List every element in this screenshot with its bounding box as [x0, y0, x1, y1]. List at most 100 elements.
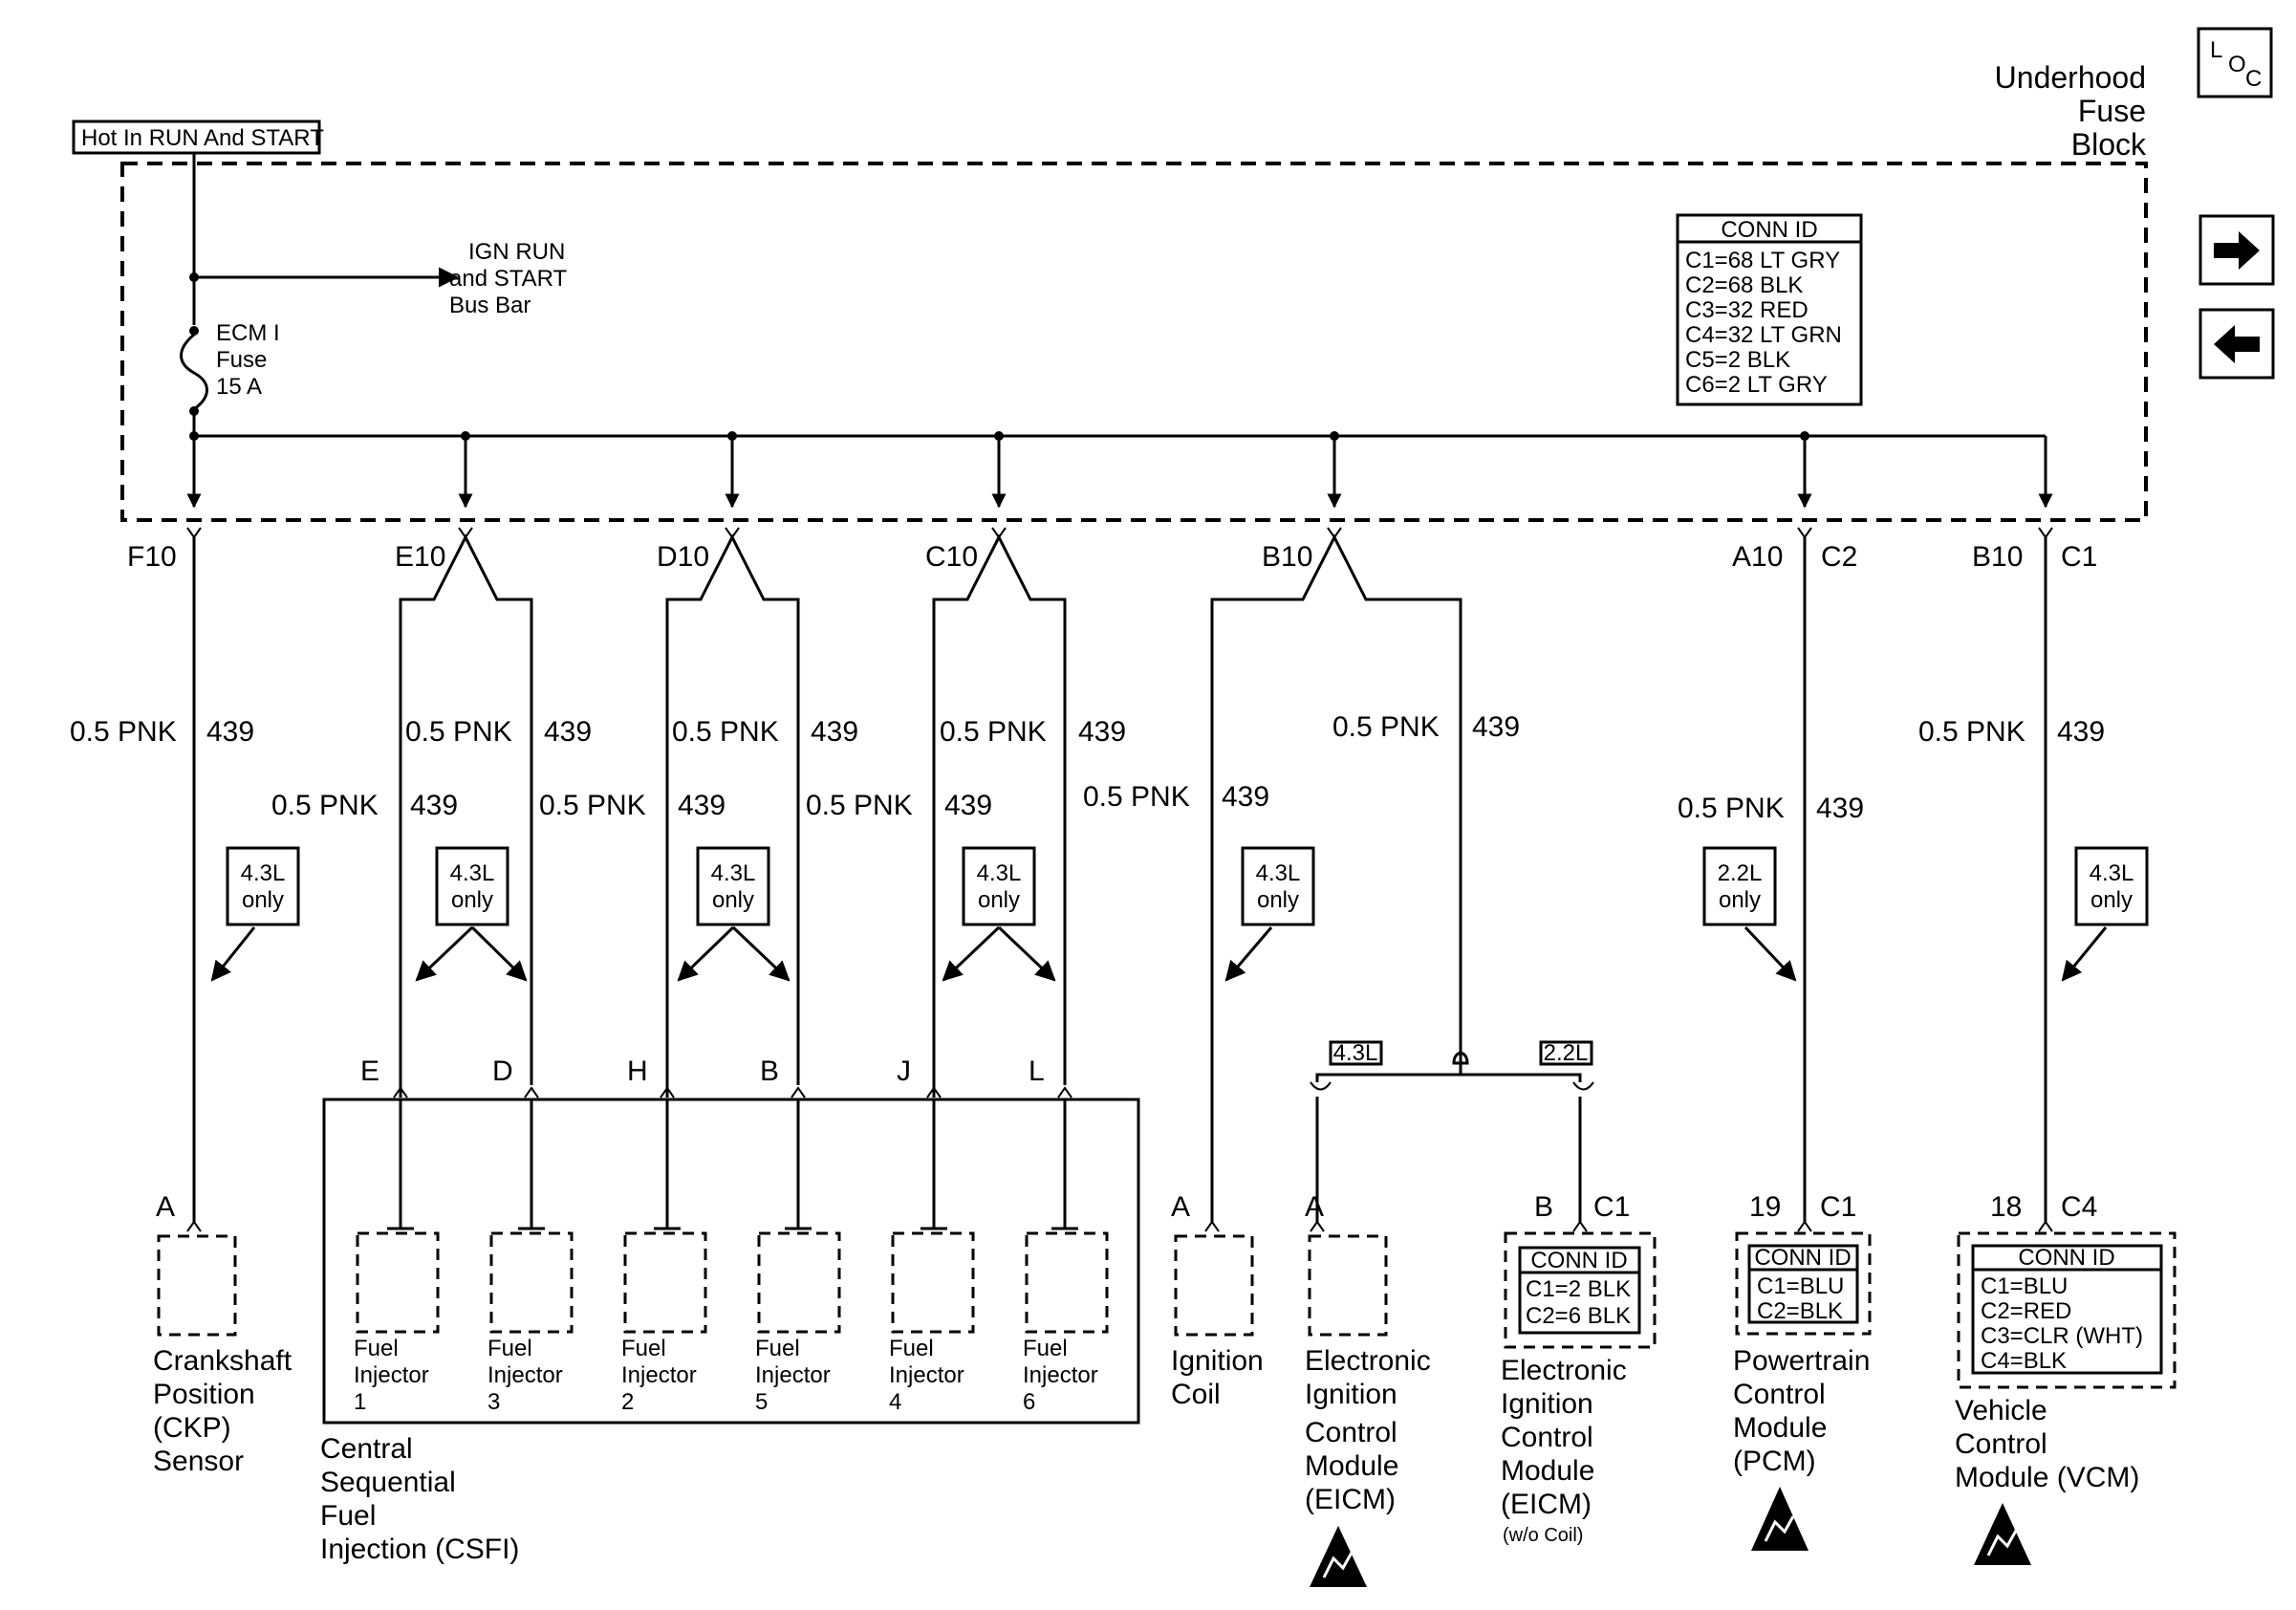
svg-text:Injector: Injector: [889, 1362, 964, 1388]
svg-text:0.5 PNK: 0.5 PNK: [940, 716, 1047, 748]
svg-text:C2=BLK: C2=BLK: [1757, 1298, 1843, 1324]
option-box-vcm: 4.3L only: [2061, 846, 2149, 982]
svg-text:2.2L: 2.2L: [1718, 860, 1763, 886]
svg-text:5: 5: [755, 1389, 768, 1415]
terminal-d10: D10: [657, 541, 709, 573]
option-box-pcm: 2.2L only: [1702, 846, 1797, 982]
svg-text:439: 439: [811, 716, 858, 748]
pin-inj-l: L: [1029, 1055, 1045, 1087]
svg-text:4.3L: 4.3L: [2090, 860, 2134, 886]
svg-text:only: only: [2090, 887, 2133, 913]
svg-text:C3=32 RED: C3=32 RED: [1685, 297, 1809, 323]
svg-text:C2=RED: C2=RED: [1981, 1298, 2071, 1324]
svg-text:ECM I: ECM I: [216, 320, 280, 346]
bus-bar-label: IGN RUN and START Bus Bar: [449, 239, 568, 318]
svg-text:Fuel: Fuel: [755, 1336, 800, 1361]
svg-text:CONN ID: CONN ID: [1721, 217, 1817, 243]
svg-text:(PCM): (PCM): [1733, 1446, 1816, 1477]
svg-text:Control: Control: [1501, 1422, 1593, 1453]
svg-text:4.3L: 4.3L: [711, 860, 756, 886]
svg-text:C4=32 LT GRN: C4=32 LT GRN: [1685, 322, 1842, 348]
pin-eicm-b-conn: C1: [1593, 1191, 1630, 1223]
pin-inj-b: B: [760, 1055, 779, 1087]
svg-text:C4=BLK: C4=BLK: [1981, 1348, 2067, 1374]
svg-text:O: O: [2228, 52, 2246, 77]
svg-text:439: 439: [206, 716, 254, 748]
svg-text:6: 6: [1023, 1389, 1035, 1415]
ignition-coil: Ignition Coil: [1171, 1234, 1264, 1410]
svg-text:Module: Module: [1501, 1455, 1594, 1487]
svg-text:only: only: [712, 887, 754, 913]
wire-b10-split: [1204, 527, 1582, 1232]
wire-e10-split: [393, 527, 539, 1099]
svg-text:439: 439: [1472, 711, 1520, 743]
svg-text:439: 439: [2057, 716, 2105, 748]
pin-inj-j: J: [897, 1055, 911, 1087]
svg-text:Ignition: Ignition: [1305, 1379, 1397, 1410]
fuse-block-conn-id-table: CONN ID C1=68 LT GRY C2=68 BLK C3=32 RED…: [1676, 213, 1863, 406]
svg-text:Crankshaft: Crankshaft: [153, 1345, 292, 1377]
svg-text:IGN RUN: IGN RUN: [468, 239, 565, 265]
svg-text:2: 2: [621, 1389, 634, 1415]
svg-text:4.3L: 4.3L: [241, 860, 286, 886]
svg-text:0.5 PNK: 0.5 PNK: [1332, 711, 1440, 743]
svg-text:only: only: [1257, 887, 1299, 913]
wire-a10-c2: [1797, 527, 1812, 1232]
svg-text:Ignition: Ignition: [1501, 1388, 1593, 1420]
option-box-d10: 4.3L only: [677, 846, 791, 982]
option-box-ckp: 4.3L only: [210, 846, 300, 982]
underhood-fuse-block: [120, 162, 2148, 522]
svg-text:Fuel: Fuel: [487, 1336, 532, 1361]
svg-text:439: 439: [678, 790, 726, 821]
svg-text:Position: Position: [153, 1379, 255, 1410]
fuel-injector-5: Fuel Injector 5: [755, 1099, 841, 1415]
svg-text:439: 439: [944, 790, 992, 821]
svg-text:(EICM): (EICM): [1501, 1489, 1592, 1520]
svg-text:0.5 PNK: 0.5 PNK: [1678, 793, 1785, 824]
esd-warning-icon: [1751, 1487, 1809, 1551]
wire-c10-split: [926, 527, 1072, 1099]
pin-vcm-18: 18: [1990, 1191, 2022, 1223]
svg-text:Fuel: Fuel: [354, 1336, 399, 1361]
svg-text:C1=BLU: C1=BLU: [1757, 1273, 1844, 1299]
svg-text:4.3L: 4.3L: [1256, 860, 1301, 886]
pcm: CONN ID C1=BLU C2=BLK Powertrain Control…: [1733, 1231, 1872, 1477]
svg-text:Block: Block: [2071, 127, 2147, 162]
svg-text:Bus Bar: Bus Bar: [449, 293, 531, 318]
svg-text:C: C: [2245, 66, 2262, 92]
terminal-f10: F10: [127, 541, 177, 573]
svg-text:(w/o Coil): (w/o Coil): [1503, 1525, 1583, 1546]
svg-text:0.5 PNK: 0.5 PNK: [806, 790, 913, 821]
next-page-arrow-icon[interactable]: [2199, 214, 2275, 286]
wire-d10-split: [660, 527, 806, 1099]
svg-text:C1=2 BLK: C1=2 BLK: [1526, 1276, 1631, 1302]
terminal-b10-c1-conn: C1: [2061, 541, 2097, 573]
fuel-injector-3: Fuel Injector 3: [487, 1099, 574, 1415]
eicm-with-coil: Electronic Ignition Control Module (EICM…: [1305, 1234, 1431, 1515]
svg-text:Fuel: Fuel: [1023, 1336, 1068, 1361]
esd-warning-icon: [1310, 1526, 1367, 1587]
svg-text:3: 3: [487, 1389, 500, 1415]
terminal-b10: B10: [1262, 541, 1312, 573]
fuse-label: ECM I Fuse 15 A: [216, 320, 280, 400]
svg-text:Powertrain: Powertrain: [1733, 1345, 1870, 1377]
svg-text:Electronic: Electronic: [1305, 1345, 1431, 1377]
option-box-e10: 4.3L only: [415, 846, 528, 982]
eicm-without-coil: CONN ID C1=2 BLK C2=6 BLK Electronic Ign…: [1501, 1231, 1657, 1546]
svg-text:Underhood: Underhood: [1995, 60, 2146, 95]
svg-text:4: 4: [889, 1389, 901, 1415]
svg-text:Module (VCM): Module (VCM): [1955, 1462, 2139, 1493]
pin-inj-e: E: [360, 1055, 379, 1087]
variant-tag-2-2l: 2.2L: [1539, 1040, 1593, 1066]
svg-text:C1=BLU: C1=BLU: [1981, 1273, 2068, 1299]
svg-text:439: 439: [1222, 781, 1269, 813]
wire-ckp: [186, 527, 202, 1232]
location-icon[interactable]: L O C: [2197, 27, 2273, 98]
previous-page-arrow-icon[interactable]: [2199, 308, 2275, 380]
fuel-injector-6: Fuel Injector 6: [1023, 1099, 1109, 1415]
wire-b10-c1: [2038, 527, 2053, 1232]
svg-text:0.5 PNK: 0.5 PNK: [1918, 716, 2025, 748]
svg-text:4.3L: 4.3L: [450, 860, 495, 886]
svg-text:0.5 PNK: 0.5 PNK: [70, 716, 177, 748]
